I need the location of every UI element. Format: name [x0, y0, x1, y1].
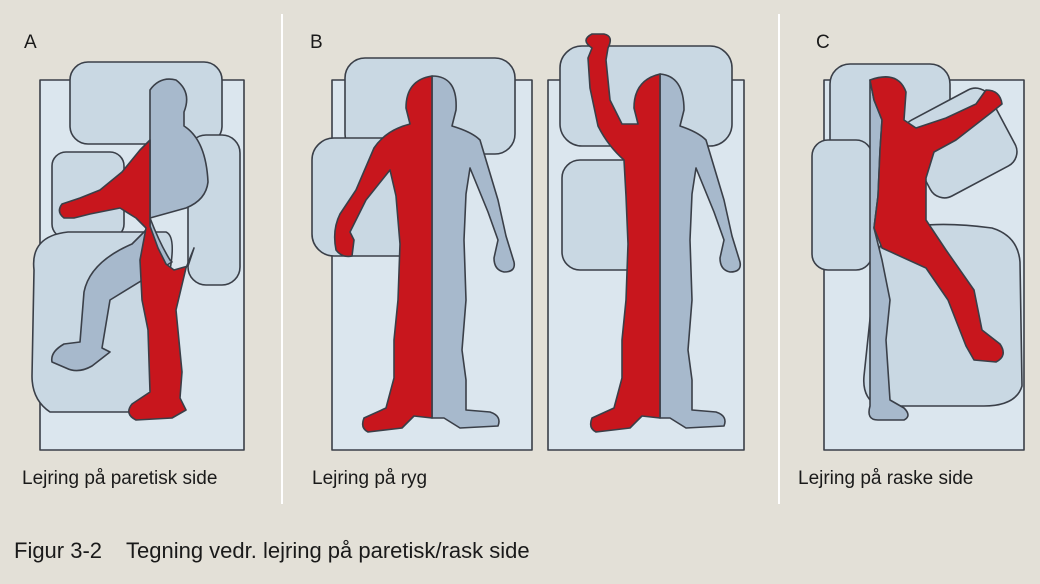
figure-number: Figur 3-2 [14, 538, 126, 564]
head-pillow [70, 62, 222, 144]
back-pillow [812, 140, 872, 270]
panel-c-caption: Lejring på raske side [798, 468, 973, 490]
panel-b-caption: Lejring på ryg [312, 468, 427, 490]
panel-b: B Lejring på ryg [290, 0, 770, 510]
side-lying-healthy-illustration [786, 0, 1036, 460]
panel-c: C Lejring på raske side [786, 0, 1036, 510]
panel-a-caption: Lejring på paretisk side [22, 468, 217, 490]
side-lying-paretic-illustration [0, 0, 270, 460]
panel-a: A Lejring på paretisk side [0, 0, 270, 510]
divider-left [281, 14, 283, 504]
divider-right [778, 14, 780, 504]
figure-title: Tegning vedr. lejring på paretisk/rask s… [126, 538, 530, 563]
supine-illustration [290, 0, 770, 460]
